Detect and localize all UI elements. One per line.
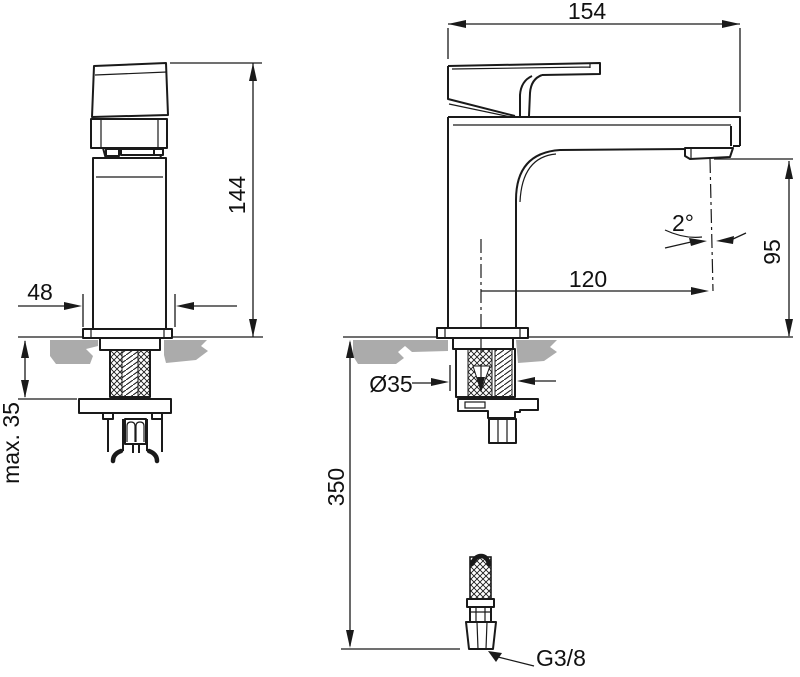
hex-nut-side: [488, 418, 517, 444]
label-g38: G3/8: [488, 645, 586, 671]
countertop-cut-right2: [516, 340, 557, 363]
dimension-350: 350: [323, 340, 460, 650]
body-column: [447, 117, 689, 328]
dimension-hole-diameter: Ø35: [369, 365, 556, 397]
handle-top-front: [91, 62, 169, 118]
front-undercounter-assembly: [78, 337, 172, 464]
dimension-48: 48: [18, 279, 237, 327]
base-plate-front: [82, 328, 173, 339]
handle-base: [447, 66, 516, 117]
dimension-120: 120: [481, 266, 709, 295]
spout: [448, 116, 741, 147]
dimension-95: 95: [714, 158, 793, 337]
body-front: [92, 157, 167, 330]
front-countertop: [18, 336, 263, 364]
mounting-collar: [99, 337, 161, 351]
dim-350-label: 350: [323, 468, 349, 506]
side-view: 154 120 2° 95: [323, 0, 793, 671]
fixing-flange: [78, 398, 172, 414]
dimension-144: 144: [170, 62, 262, 337]
faucet-front-body: [82, 62, 173, 339]
hose-right: [146, 419, 163, 452]
cartridge-collar: [90, 118, 168, 149]
supply-hose: [465, 553, 497, 650]
dim-144-label: 144: [224, 176, 250, 215]
dimension-angle-2deg: 2°: [664, 210, 747, 249]
countertop-cut-right: [164, 340, 208, 363]
hose-end-left: [110, 448, 124, 464]
mounting-collar-side: [452, 337, 514, 350]
dimension-154: 154: [447, 0, 741, 112]
side-undercounter-assembly: [452, 239, 539, 444]
aerator: [684, 147, 734, 160]
water-stream-line: [709, 158, 714, 292]
dim-dia35-label: Ø35: [369, 371, 412, 397]
hose-end-right: [146, 448, 160, 464]
hose-hex-nut: [465, 621, 497, 650]
hose-connector: [469, 606, 492, 623]
dim-120-label: 120: [569, 266, 607, 292]
thread-label: G3/8: [536, 645, 586, 671]
front-view: 144 48 max. 35: [0, 62, 263, 484]
side-countertop: [343, 336, 793, 364]
countertop-cut-left: [50, 340, 98, 364]
dim-angle-label: 2°: [672, 210, 694, 236]
countertop-cut-left2: [353, 340, 448, 364]
base-plate-side: [436, 327, 529, 339]
dim-95-label: 95: [759, 239, 785, 265]
lever: [447, 62, 601, 76]
fixing-flange-side: [457, 398, 539, 419]
dim-48-label: 48: [27, 279, 53, 305]
dim-154-label: 154: [568, 0, 607, 24]
dimension-max-35: max. 35: [0, 340, 77, 484]
hose-collar: [466, 598, 495, 608]
faucet-side-body: [436, 62, 741, 339]
dim-max35-label: max. 35: [0, 402, 24, 484]
hose-left: [107, 419, 124, 452]
